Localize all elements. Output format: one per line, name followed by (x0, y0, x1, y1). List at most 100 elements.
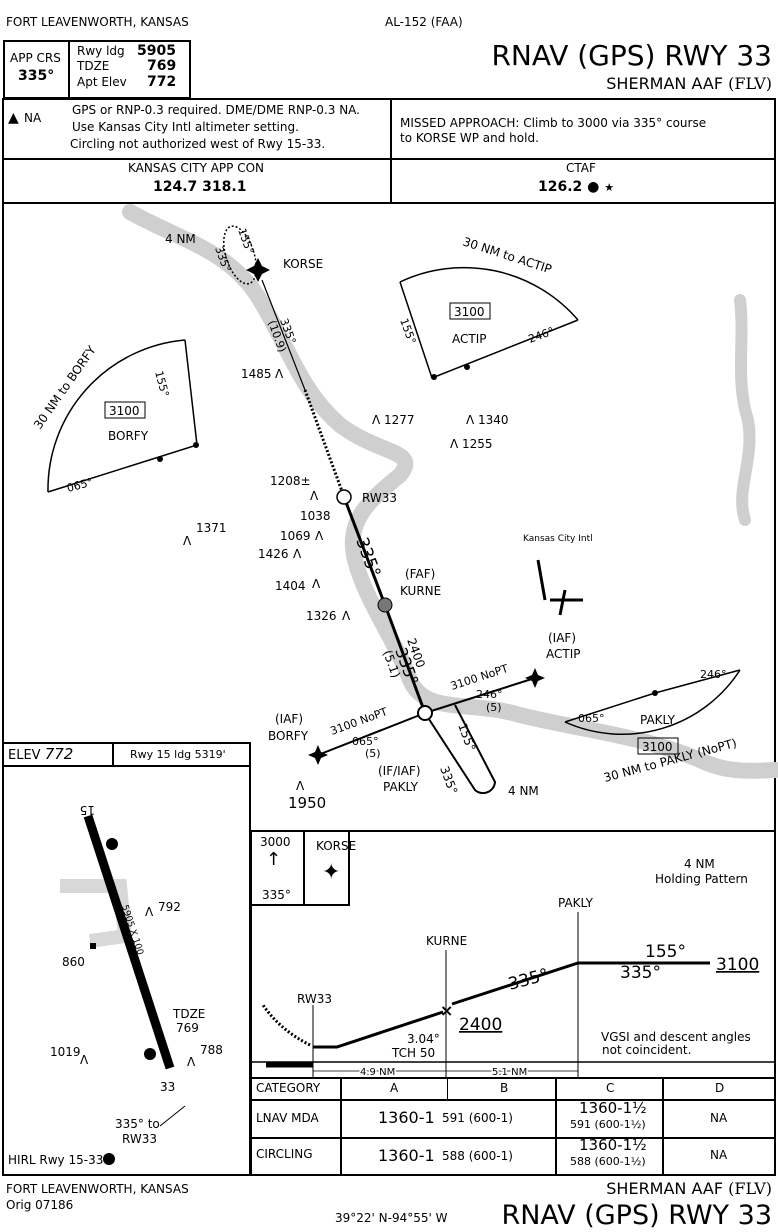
svg-text:Λ: Λ (183, 534, 192, 548)
actip-iaf-label: (IAF) (548, 631, 576, 645)
svg-text:1208±: 1208± (270, 474, 311, 488)
taa-pakly-alt: 3100 (642, 740, 673, 754)
svg-text:Λ: Λ (293, 547, 302, 561)
descent-path (313, 961, 710, 1049)
svg-text:1069: 1069 (280, 529, 311, 543)
minima-c: 1360-1½ (579, 1136, 647, 1154)
approach-control-label: KANSAS CITY APP CON (128, 161, 265, 175)
missed-approach-icons (250, 830, 350, 906)
svg-text:335°: 335° (506, 965, 551, 995)
minima-header: A (390, 1081, 399, 1095)
svg-text:Λ: Λ (342, 609, 351, 623)
hold-dist: 4 NM (508, 784, 539, 798)
pakly-if-iaf-label: (IF/IAF) (378, 764, 421, 778)
note-line: Use Kansas City Intl altimeter setting. (72, 120, 299, 134)
svg-text:1485: 1485 (241, 367, 272, 381)
svg-text:1038: 1038 (300, 509, 331, 523)
missed-approach-text: to KORSE WP and hold. (400, 131, 539, 145)
svg-text:×: × (440, 1001, 453, 1020)
svg-text:VGSI and descent angles: VGSI and descent angles (601, 1030, 751, 1044)
ctaf-label: CTAF (566, 161, 596, 175)
profile-view (250, 830, 776, 1176)
actip-course: 246° (476, 688, 503, 701)
taa-pakly-065: 065° (578, 712, 605, 725)
svg-text:HIRL Rwy 15-33: HIRL Rwy 15-33 (8, 1153, 103, 1167)
svg-text:1277: 1277 (384, 413, 415, 427)
svg-text:2400: 2400 (459, 1015, 502, 1035)
svg-text:335°: 335° (620, 963, 661, 983)
svg-text:RW33: RW33 (122, 1132, 157, 1146)
faf-label: (FAF) (405, 567, 435, 581)
rw33-label: RW33 (362, 491, 397, 505)
svg-text:3.04°: 3.04° (407, 1032, 440, 1046)
taa-actip-alt: 3100 (454, 305, 485, 319)
procedure-title: RNAV (GPS) RWY 33 (491, 39, 772, 72)
borfy-iaf-name: BORFY (268, 729, 309, 743)
tdze-value: 769 (147, 58, 177, 74)
waypoint-icon: ✦ (322, 860, 341, 885)
footer-coords: 39°22' N-94°55' W (335, 1211, 448, 1225)
missed-approach-text: MISSED APPROACH: Climb to 3000 via 335° … (400, 116, 707, 130)
kansas-city-intl-label: Kansas City Intl (523, 534, 593, 544)
svg-text:KURNE: KURNE (426, 934, 467, 948)
actip-iaf-name: ACTIP (546, 647, 580, 661)
taa-borfy-alt: 3100 (109, 404, 140, 418)
svg-text:Λ: Λ (312, 577, 321, 591)
footer-airport: SHERMAN AAF (FLV) (606, 1179, 772, 1198)
kansas-city-intl-runways-icon (536, 559, 583, 616)
waypoint-icons (157, 258, 658, 765)
taa-actip-fix: ACTIP (452, 332, 486, 346)
svg-text:3100: 3100 (716, 955, 759, 975)
svg-text:860: 860 (62, 955, 85, 969)
svg-text:Λ: Λ (450, 437, 459, 451)
svg-text:1019: 1019 (50, 1045, 81, 1059)
rwy15-landing: Rwy 15 ldg 5319' (130, 748, 226, 761)
rwy-ldg-label: Rwy ldg (77, 44, 125, 58)
svg-text:33: 33 (160, 1080, 175, 1094)
minima-header: D (715, 1081, 725, 1095)
note-line: GPS or RNP-0.3 required. DME/DME RNP-0.3… (72, 103, 360, 117)
borfy-course: 065° (352, 735, 379, 748)
alternate-na: NA (24, 111, 42, 125)
hold-dist: 4 NM (684, 857, 715, 871)
footer-amendment: Orig 07186 (6, 1198, 74, 1212)
svg-text:Λ: Λ (372, 413, 381, 427)
minima-c-sub: 591 (600-1½) (570, 1118, 646, 1131)
pilot-controlled-lighting-icon: ● (587, 179, 600, 195)
svg-text:Λ: Λ (310, 489, 319, 503)
svg-text:1255: 1255 (462, 437, 493, 451)
svg-text:1371: 1371 (196, 521, 227, 535)
pakly-label: PAKLY (383, 780, 419, 794)
svg-text:1340: 1340 (478, 413, 509, 427)
svg-text:769: 769 (176, 1021, 199, 1035)
svg-text:Λ: Λ (466, 413, 475, 427)
minima-ab: 1360-1 (378, 1146, 435, 1165)
svg-text:335° to: 335° to (115, 1117, 160, 1131)
app-crs-label: APP CRS (10, 51, 61, 65)
ma-climb-alt: 3000 (260, 835, 291, 849)
minima-header: B (500, 1081, 509, 1095)
alternate-na-icon: ▲ (8, 110, 19, 126)
runway-15-33 (83, 814, 175, 1070)
svg-text:TDZE: TDZE (172, 1007, 205, 1021)
actip-dist: (5) (486, 701, 502, 714)
minima-d: NA (710, 1148, 728, 1162)
kurne-label: KURNE (400, 584, 441, 598)
minima-header: C (606, 1081, 615, 1095)
svg-text:1950: 1950 (288, 794, 326, 812)
airport-name: SHERMAN AAF (FLV) (606, 74, 772, 93)
svg-text:1404: 1404 (275, 579, 306, 593)
svg-text:Λ: Λ (80, 1053, 89, 1067)
rwy-ldg-value: 5905 (137, 43, 176, 59)
svg-text:TCH 50: TCH 50 (391, 1046, 435, 1060)
pakly-hold (424, 704, 497, 795)
tdze-label: TDZE (77, 59, 110, 73)
chart-id: AL-152 (FAA) (385, 15, 463, 29)
svg-text:155°: 155° (645, 942, 686, 962)
taa-pakly-fix: PAKLY (640, 713, 676, 727)
svg-text:788: 788 (200, 1043, 223, 1057)
korse-label: KORSE (283, 257, 323, 271)
taa-borfy-fix: BORFY (108, 429, 149, 443)
